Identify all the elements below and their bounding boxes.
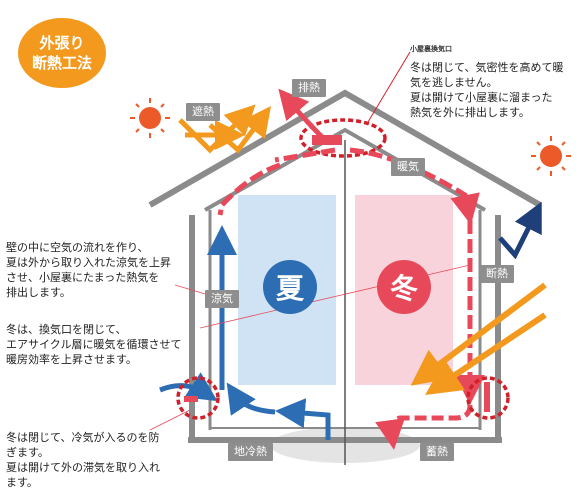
label-exhaust: 排熱 (292, 79, 326, 97)
right-vent-circle (466, 376, 510, 420)
label-heat-storage: 蓄熱 (420, 443, 454, 461)
note-wall-winter: 冬は、換気口を閉じて、 エアサイクル層に暖気を循環させて 暖房効率を上昇させます… (6, 323, 182, 366)
left-vent-block (184, 396, 198, 402)
sun-ray-wall-2 (425, 312, 547, 395)
sun-ray-reflect-1 (178, 104, 256, 154)
warm-air-top-left (274, 147, 336, 163)
label-cool-air: 涼気 (205, 290, 239, 308)
label-ground-cool: 地冷熱 (228, 443, 273, 461)
label-attic-vent: 小屋裏換気口 (410, 45, 452, 53)
note-attic: 冬は閉じて、気密性を高めて暖 気を逃しません。 夏は開けて小屋裏に溜まった 熱気… (410, 61, 564, 119)
reflect-arrow-right (498, 201, 542, 260)
roof-inner (204, 127, 486, 212)
sun-ray-reflect-2 (208, 106, 271, 154)
right-vent-block (484, 382, 490, 412)
warm-air-left-top (217, 162, 281, 216)
sun-right-icon (531, 136, 571, 176)
method-badge: 外張り 断熱工法 (18, 18, 106, 88)
note-floor: 冬は閉じて、冷気が入るのを防 ぎます。 夏は開けて外の滞気を取り入れ ます。 (6, 431, 160, 489)
left-vent-circle (176, 376, 220, 420)
sun-left-icon (130, 98, 170, 138)
winter-season-icon: 冬 (377, 260, 431, 314)
summer-season-icon: 夏 (263, 260, 317, 314)
label-insulation: 断熱 (480, 265, 514, 283)
warm-air-floor-arrow (375, 404, 473, 450)
roof-outer (148, 89, 542, 208)
attic-vent-circle (299, 118, 387, 158)
label-warm-air: 暖気 (391, 158, 425, 176)
cool-air-floor-arrow (275, 398, 331, 440)
label-shading: 遮熱 (186, 103, 220, 121)
callout-line-floor (149, 409, 191, 431)
note-wall-summer: 壁の中に空気の流れを作り、 夏は外から取り入れた涼気を上昇 させ、小屋裏にたまっ… (6, 241, 171, 299)
sun-ray-wall-1 (410, 282, 547, 386)
cool-air-floor-left-arrow (226, 382, 276, 416)
exhaust-arrow (278, 88, 327, 142)
attic-callout-line (367, 51, 411, 123)
attic-vent-block (312, 135, 342, 145)
